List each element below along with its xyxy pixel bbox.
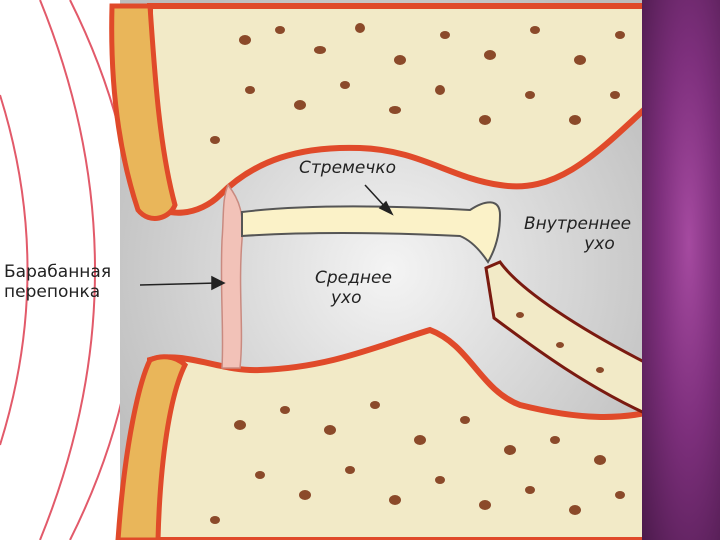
label-inner-ear: Внутреннее ухо	[524, 214, 631, 254]
label-eardrum: Барабанная перепонка	[4, 262, 111, 302]
label-inner-ear-line2: ухо	[524, 234, 631, 254]
label-middle-ear: Среднее ухо	[315, 268, 392, 308]
label-stapes: Стремечко	[299, 158, 396, 178]
label-middle-ear-line2: ухо	[315, 288, 392, 308]
label-eardrum-line1: Барабанная	[4, 262, 111, 282]
eardrum-membrane	[221, 185, 242, 368]
label-eardrum-line2: перепонка	[4, 282, 111, 302]
label-middle-ear-line1: Среднее	[315, 268, 392, 288]
label-inner-ear-line1: Внутреннее	[524, 214, 631, 234]
decorative-side-panel	[642, 0, 720, 540]
